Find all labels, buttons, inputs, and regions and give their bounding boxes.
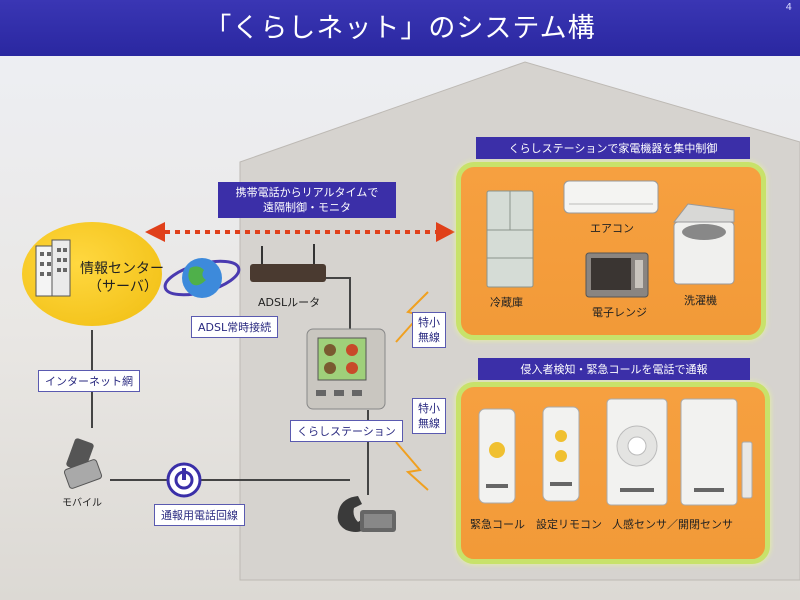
security-label-emergency-call: 緊急コール: [470, 518, 525, 531]
remote-arrow-right-head: [436, 222, 455, 242]
appliance-label-microwave: 電子レンジ: [592, 306, 647, 319]
kurashi-station-label: くらしステーション: [290, 420, 403, 442]
emergency-line-label: 通報用電話回線: [154, 504, 245, 526]
security-label-setting-remote: 設定リモコン: [536, 518, 602, 531]
tokusho-2-line2: 無線: [418, 417, 440, 430]
info-center-label: 情報センター: [80, 261, 164, 277]
adsl-router-label: ADSLルータ: [258, 296, 321, 309]
appliance-label-air-conditioner: エアコン: [590, 222, 634, 235]
appliance-label-washing-machine: 洗濯機: [684, 294, 717, 307]
refrigerator-icon: [486, 190, 534, 288]
tokusho-wireless-1: 特小 無線: [412, 312, 446, 348]
internet-label: インターネット網: [38, 370, 140, 392]
mobile-phone-icon: [63, 438, 103, 489]
phone-line-icon: [166, 462, 202, 498]
air-conditioner-icon: [563, 180, 659, 214]
tokusho-wireless-2: 特小 無線: [412, 398, 446, 434]
slide-title: 「くらしネット」のシステム構: [204, 13, 596, 44]
mobile-label: モバイル: [62, 498, 102, 509]
wireless-zigzag-2: [395, 441, 429, 491]
emergency-call-icon: [478, 408, 516, 504]
title-bar: [0, 0, 800, 56]
globe-icon: [163, 258, 241, 298]
washing-machine-icon: [672, 203, 735, 285]
microwave-icon: [585, 252, 649, 298]
security-label-sensors: 人感センサ／開閉センサ: [612, 518, 733, 531]
motion-sensor-icon: [606, 398, 668, 506]
security-panel-heading: 侵入者検知・緊急コールを電話で通報: [478, 358, 750, 380]
building-icon: [35, 239, 71, 297]
info-center-sublabel: （サーバ）: [88, 279, 158, 295]
open-close-sensor-icon: [680, 398, 753, 506]
router-icon: [250, 244, 326, 282]
tokusho-2-line1: 特小: [418, 402, 440, 415]
remote-control-caption-line2: 遠隔制御・モニタ: [263, 201, 351, 214]
remote-control-caption: 携帯電話からリアルタイムで 遠隔制御・モニタ: [218, 182, 396, 218]
kurashi-station-icon: [306, 328, 386, 410]
appliance-panel-heading: くらしステーションで家電機器を集中制御: [476, 137, 750, 159]
appliance-label-refrigerator: 冷蔵庫: [490, 296, 523, 309]
tokusho-1-line1: 特小: [418, 316, 440, 329]
page-number: 4: [785, 2, 792, 13]
remote-control-caption-line1: 携帯電話からリアルタイムで: [235, 186, 379, 199]
tokusho-1-line2: 無線: [418, 331, 440, 344]
remote-arrow-left-head: [145, 222, 165, 242]
adsl-connection-label: ADSL常時接続: [191, 316, 279, 338]
telephone-icon: [337, 496, 396, 532]
setting-remote-icon: [542, 406, 580, 502]
